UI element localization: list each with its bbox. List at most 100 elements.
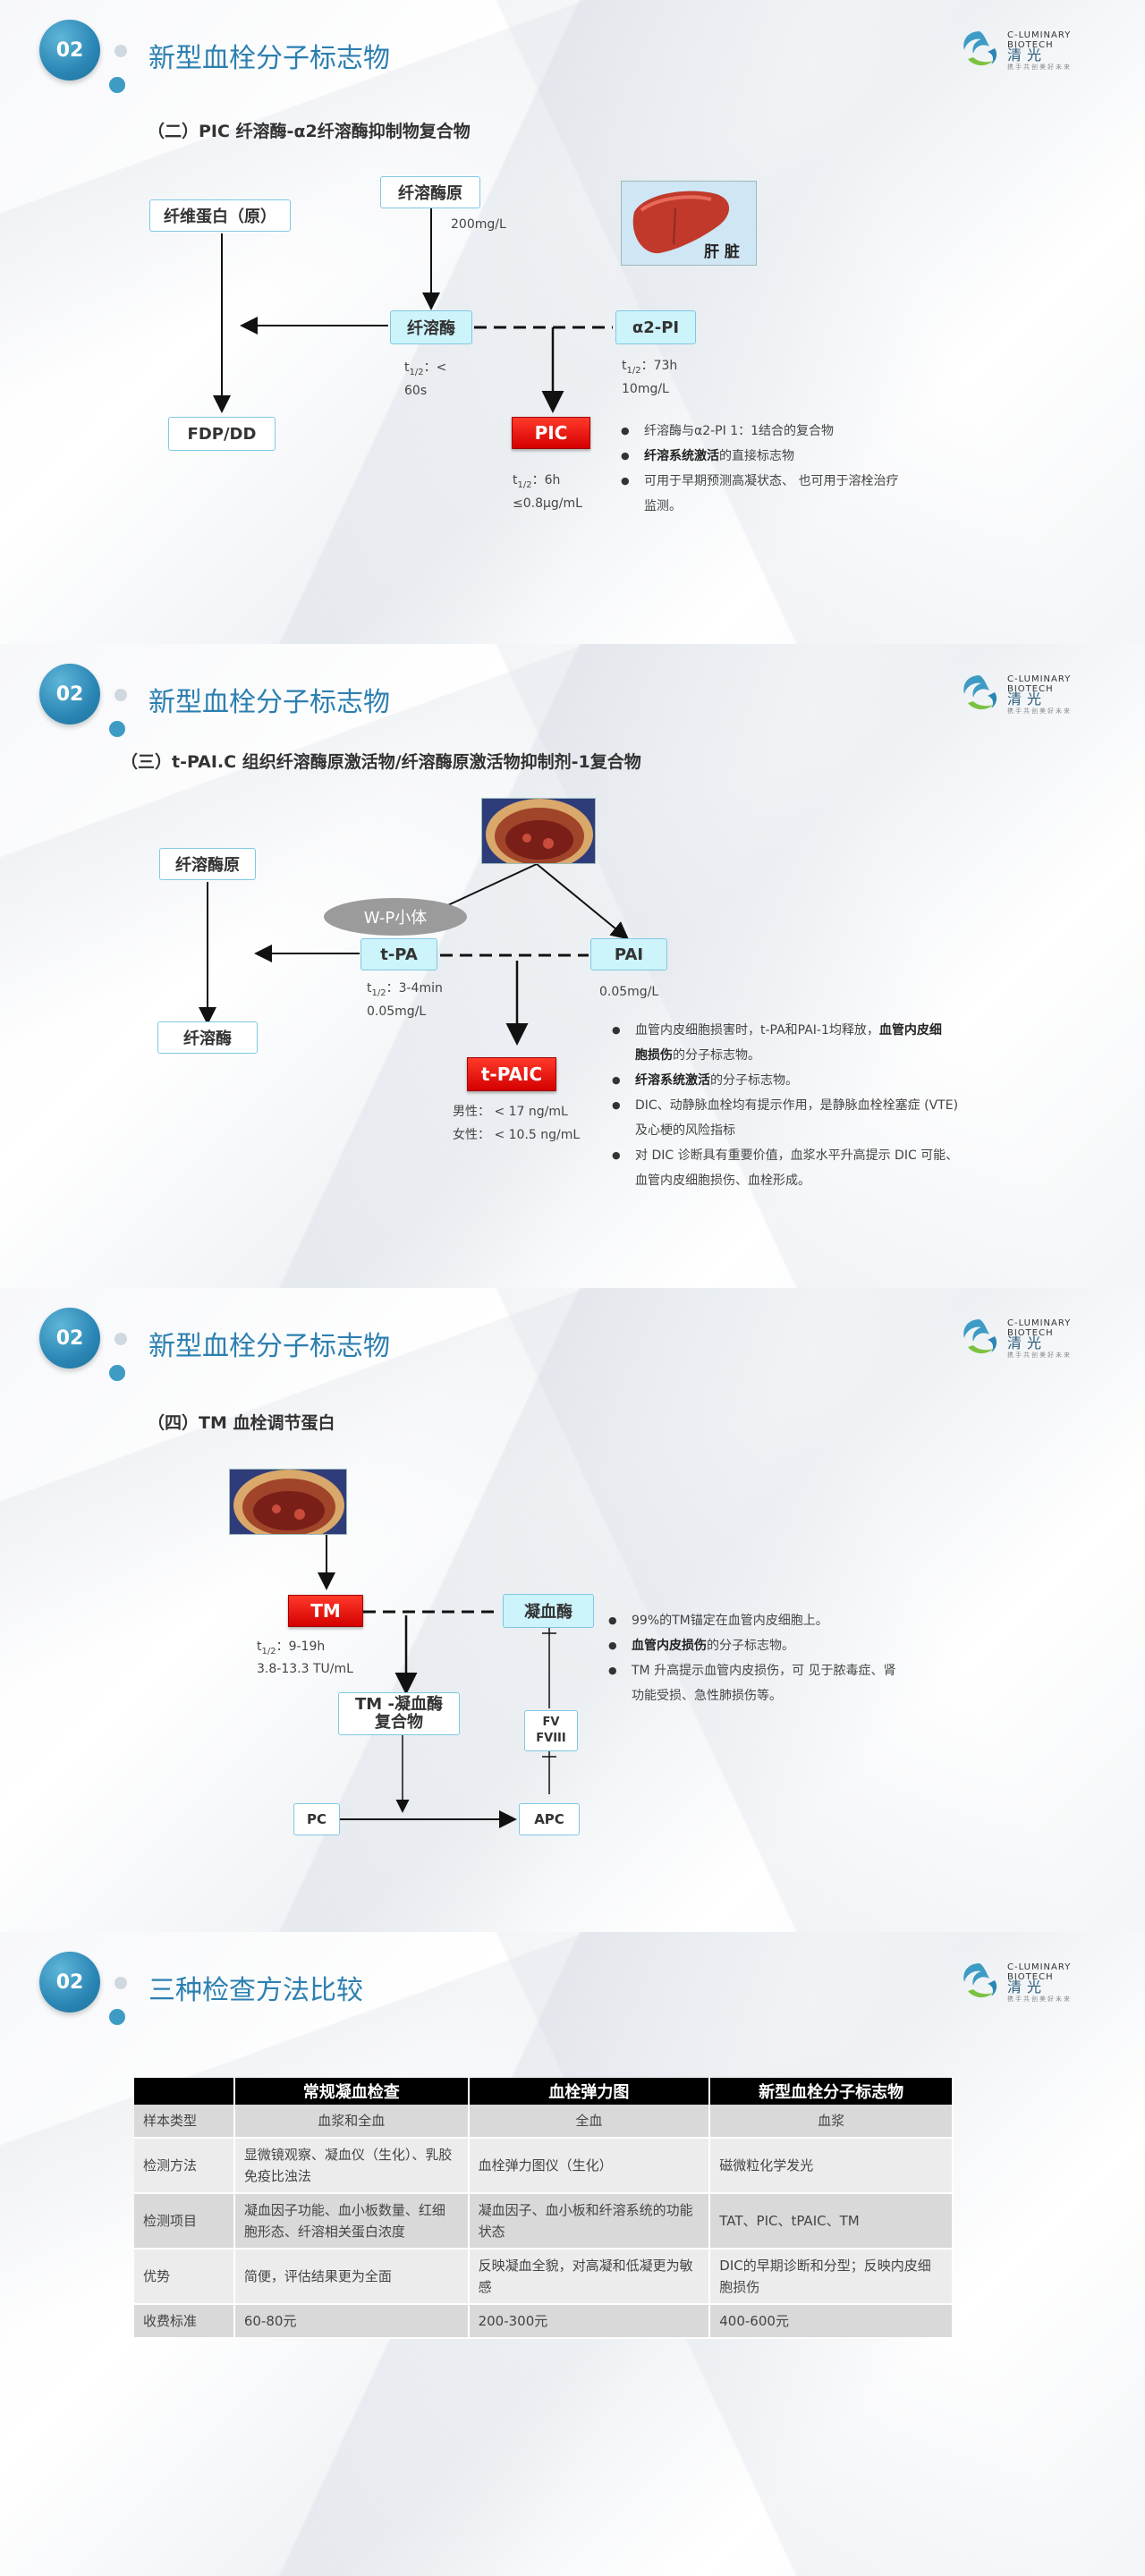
table-cell: 样本类型	[134, 2105, 235, 2139]
a2pi-concentration: 10mg/L	[622, 382, 669, 396]
bullet-item: 功能受损、急性肺损伤等。	[632, 1689, 782, 1703]
logo-cn: 清光	[1007, 1335, 1047, 1352]
section-number: 02	[39, 1308, 100, 1368]
box-plasminogen: 纤溶酶原	[380, 176, 480, 208]
slide-title: 三种检查方法比较	[148, 1975, 363, 2006]
vessel-icon	[482, 799, 595, 863]
box-plasmin: 纤溶酶	[157, 1021, 258, 1054]
section-badge: 02	[39, 664, 127, 737]
box-pai: PAI	[590, 938, 667, 970]
section-badge: 02	[39, 20, 127, 93]
company-logo: C-LUMINARY BIOTECH 清光 携手共创美好未来	[957, 23, 1109, 73]
liver-label: 肝 脏	[704, 243, 740, 261]
section-number: 02	[39, 20, 100, 80]
table-row: 检测项目凝血因子功能、血小板数量、红细胞形态、纤溶相关蛋白浓度凝血因子、血小板和…	[134, 2193, 954, 2250]
badge-dot-icon	[114, 1977, 127, 1989]
wp-body-ellipse: W-P小体	[324, 898, 467, 936]
box-plasminogen: 纤溶酶原	[159, 848, 256, 880]
box-pic: PIC	[512, 417, 590, 449]
table-cell: 检测项目	[134, 2193, 235, 2250]
section-number: 02	[39, 664, 100, 724]
table-header-cell: 常规凝血检查	[233, 2078, 470, 2105]
slide-subtitle: （四）TM 血栓调节蛋白	[148, 1413, 335, 1433]
bullet-item: 及心梗的风险指标	[635, 1123, 735, 1138]
bullet-item: 监测。	[644, 499, 682, 513]
tpaic-female-reference: 女性： < 10.5 ng/mL	[453, 1128, 581, 1142]
box-tm: TM	[288, 1595, 363, 1627]
vessel-image	[229, 1469, 347, 1535]
bullet-item: DIC、动静脉血栓均有提示作用，是静脉血栓栓塞症 (VTE)	[608, 1093, 958, 1118]
table-header-cell: 血栓弹力图	[468, 2078, 711, 2105]
box-a2pi: α2-PI	[615, 310, 696, 344]
table-cell: 200-300元	[468, 2304, 711, 2339]
logo-slogan: 携手共创美好未来	[1007, 1996, 1072, 2003]
pai-concentration: 0.05mg/L	[599, 985, 659, 999]
slide-subtitle: （三）t-PAI.C 组织纤溶酶原激活物/纤溶酶原激活物抑制剂-1复合物	[121, 752, 641, 772]
table-cell: 优势	[134, 2249, 235, 2305]
slide-title: 新型血栓分子标志物	[148, 687, 390, 718]
bullet-item: 对 DIC 诊断具有重要价值，血浆水平升高提示 DIC 可能、	[608, 1143, 958, 1168]
vessel-image	[481, 798, 596, 864]
bullet-item: 可用于早期预测高凝状态、 也可用于溶栓治疗	[617, 469, 898, 494]
logo-cn: 清光	[1007, 47, 1047, 64]
table-header-cell	[134, 2078, 235, 2105]
bullet-item: 胞损伤的分子标志物。	[635, 1048, 760, 1063]
table-cell: 收费标准	[134, 2304, 235, 2339]
bullet-item: 纤溶酶与α2-PI 1：1结合的复合物	[617, 419, 898, 444]
slide-title: 新型血栓分子标志物	[148, 43, 390, 74]
swirl-logo-icon	[963, 675, 997, 710]
table-row: 优势简便，评估结果更为全面反映凝血全貌，对高凝和低凝更为敏感 DIC的早期诊断和…	[134, 2249, 954, 2305]
table-cell: DIC的早期诊断和分型；反映内皮细胞损伤	[709, 2249, 954, 2305]
bullet-item: 血管内皮损伤的分子标志物。	[605, 1633, 896, 1658]
table-cell: 全血	[468, 2105, 711, 2139]
slide-title: 新型血栓分子标志物	[148, 1331, 390, 1362]
tpa-concentration: 0.05mg/L	[367, 1004, 427, 1019]
plasmin-half-life: t1/2：<	[404, 360, 447, 377]
table-cell: 400-600元	[709, 2304, 954, 2339]
badge-dot-icon	[109, 77, 125, 93]
section-badge: 02	[39, 1308, 127, 1381]
pic-half-life: t1/2：6h	[513, 473, 561, 490]
table-cell: 血浆和全血	[233, 2105, 470, 2139]
tpa-half-life: t1/2：3-4min	[367, 981, 443, 998]
swirl-logo-icon	[963, 1319, 997, 1354]
box-fibrinogen: 纤维蛋白（原）	[149, 199, 291, 232]
box-plasmin: 纤溶酶	[390, 310, 472, 344]
table-cell: TAT、PIC、tPAIC、TM	[709, 2193, 954, 2250]
liver-image: 肝 脏	[621, 181, 757, 266]
comparison-table: 常规凝血检查血栓弹力图新型血栓分子标志物 样本类型血浆和全血全血血浆检测方法显微…	[134, 2078, 954, 2339]
swirl-logo-icon	[963, 1963, 997, 1998]
logo-brand: C-LUMINARY BIOTECH	[1007, 1318, 1072, 1338]
logo-cn: 清光	[1007, 691, 1047, 708]
plasmin-half-life-value: 60s	[404, 384, 428, 398]
slide-subtitle: （二）PIC 纤溶酶-α2纤溶酶抑制物复合物	[148, 122, 471, 141]
table-cell: 检测方法	[134, 2138, 235, 2194]
tm-half-life: t1/2：9-19h	[257, 1640, 326, 1657]
table-cell: 血栓弹力图仪（生化）	[468, 2138, 711, 2194]
bullet-item: 纤溶系统激活的分子标志物。	[608, 1068, 958, 1093]
table-cell: 60-80元	[233, 2304, 470, 2339]
liver-icon	[632, 191, 730, 254]
table-cell: 磁微粒化学发光	[709, 2138, 954, 2194]
pic-bullet-list: 纤溶酶与α2-PI 1：1结合的复合物纤溶系统激活的直接标志物可用于早期预测高凝…	[617, 419, 898, 519]
table-row: 检测方法显微镜观察、凝血仪（生化）、乳胶免疫比浊法血栓弹力图仪（生化）磁微粒化学…	[134, 2138, 954, 2194]
box-apc: APC	[519, 1803, 580, 1835]
table-row: 样本类型血浆和全血全血血浆	[134, 2105, 954, 2139]
badge-dot-icon	[109, 721, 125, 737]
company-logo: C-LUMINARY BIOTECH 清光 携手共创美好未来	[957, 1955, 1109, 2005]
table-cell: 凝血因子功能、血小板数量、红细胞形态、纤溶相关蛋白浓度	[233, 2193, 470, 2250]
section-number: 02	[39, 1952, 100, 2012]
tpaic-male-reference: 男性： < 17 ng/mL	[453, 1105, 568, 1119]
tm-bullet-list: 99%的TM锚定在血管内皮细胞上。血管内皮损伤的分子标志物。TM 升高提示血管内…	[605, 1608, 896, 1708]
company-logo: C-LUMINARY BIOTECH 清光 携手共创美好未来	[957, 1311, 1109, 1361]
badge-dot-icon	[114, 689, 127, 701]
table-header-cell: 新型血栓分子标志物	[709, 2078, 954, 2105]
badge-dot-icon	[109, 2009, 125, 2025]
logo-brand: C-LUMINARY BIOTECH	[1007, 674, 1072, 694]
company-logo: C-LUMINARY BIOTECH 清光 携手共创美好未来	[957, 667, 1109, 717]
vessel-icon	[230, 1470, 346, 1534]
box-tm-thrombin-complex: TM -凝血酶复合物	[338, 1692, 460, 1735]
box-tpa: t-PA	[360, 938, 437, 970]
